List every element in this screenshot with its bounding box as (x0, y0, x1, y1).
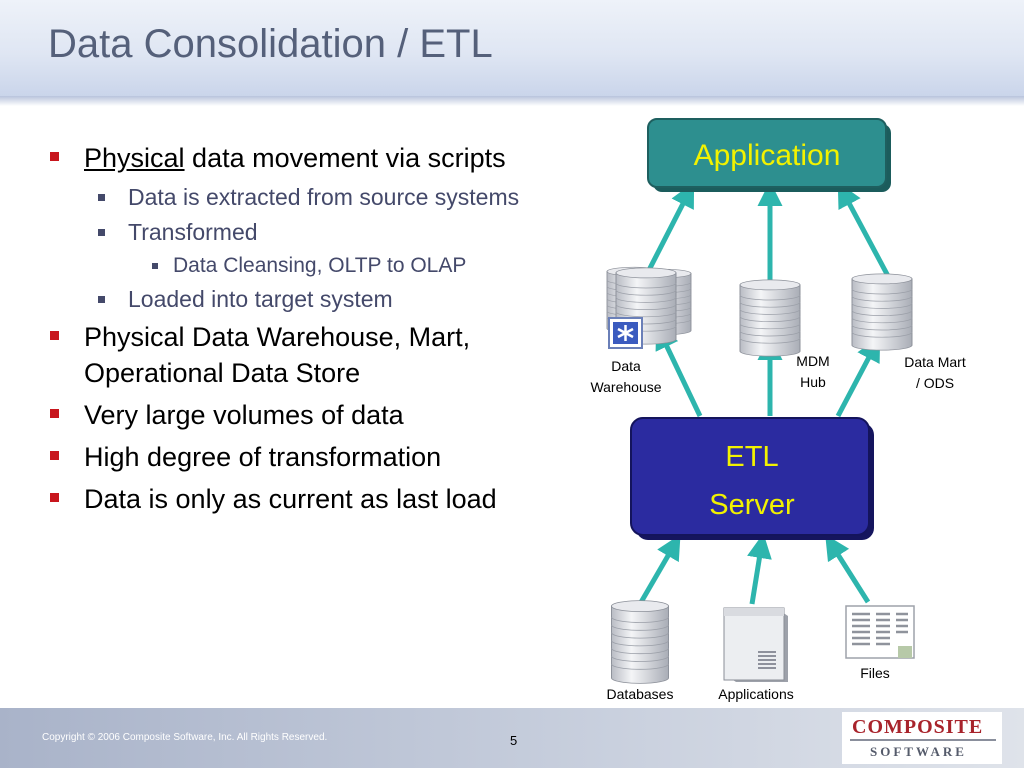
bullet-marker (98, 229, 105, 236)
applications-label: Applications (718, 686, 794, 702)
page-number: 5 (510, 733, 518, 748)
bullet-physical-movement: Physical data movement via scripts (48, 140, 548, 176)
mart-label-line2: / ODS (916, 375, 954, 391)
arrow-applications-to-etl (747, 533, 772, 605)
bullet-physical-warehouse: Physical Data Warehouse, Mart, Operation… (48, 319, 548, 391)
database-cylinder-icon (739, 279, 801, 357)
arrow-mart-to-app (837, 182, 891, 278)
title-band (0, 0, 1024, 98)
arrow-files-to-etl (825, 534, 871, 604)
server-box-icon (723, 607, 788, 682)
bullet-text: Transformed (128, 219, 258, 245)
bullet-text: Data is only as current as last load (84, 484, 497, 514)
bullet-text: High degree of transformation (84, 442, 442, 472)
star-badge-icon (608, 317, 643, 349)
sub-sub-bullet-cleansing: Data Cleansing, OLTP to OLAP (48, 252, 548, 280)
bullet-transformation: High degree of transformation (48, 439, 548, 475)
bullet-marker (98, 296, 105, 303)
bullet-marker (50, 451, 59, 460)
arrow-etl-to-dw (655, 323, 703, 418)
application-label: Application (694, 139, 841, 172)
bullet-large-volumes: Very large volumes of data (48, 397, 548, 433)
etl-server-box: ETL Server (630, 417, 874, 540)
mart-label-line1: Data Mart (904, 354, 966, 370)
etl-label-line2: Server (709, 489, 795, 521)
bullet-marker (50, 409, 59, 418)
sub-bullet-extracted: Data is extracted from source systems (48, 182, 548, 213)
bullet-text: data movement via scripts (184, 143, 506, 173)
bullet-text: Physical Data Warehouse, Mart, Operation… (84, 322, 471, 388)
bullet-text: Data is extracted from source systems (128, 184, 520, 210)
arrow-dw-to-app (645, 181, 695, 274)
database-cylinder-icon (851, 273, 913, 351)
dw-label-line2: Warehouse (590, 379, 661, 395)
logo-bottom-text: SOFTWARE (870, 744, 967, 759)
slide-title: Data Consolidation / ETL (48, 22, 493, 66)
application-box: Application (647, 118, 891, 192)
bullet-marker (50, 493, 59, 502)
database-cylinder-icon (611, 600, 669, 684)
bullet-marker (50, 152, 59, 161)
mdm-label-line1: MDM (796, 353, 829, 369)
title-rule (0, 96, 1024, 106)
files-label: Files (860, 665, 890, 681)
dw-label-line1: Data (611, 358, 641, 374)
bullet-text: Very large volumes of data (84, 400, 404, 430)
arrow-etl-to-mart (835, 336, 881, 418)
etl-label-line1: ETL (725, 441, 778, 473)
logo-top-text: COMPOSITE (852, 716, 984, 738)
sub-bullet-loaded: Loaded into target system (48, 284, 548, 315)
data-warehouse-stack (606, 266, 692, 349)
logo-rule (850, 739, 996, 741)
arrow-databases-to-etl (637, 534, 681, 606)
copyright-text: Copyright © 2006 Composite Software, Inc… (42, 732, 328, 743)
underlined-physical: Physical (84, 143, 185, 173)
bullet-list: Physical data movement via scripts Data … (48, 140, 548, 523)
bullet-currency: Data is only as current as last load (48, 481, 548, 517)
bullet-marker (50, 331, 59, 340)
file-sheet-icon (845, 605, 915, 659)
arrows-group (637, 181, 891, 606)
sub-bullet-transformed: Transformed (48, 217, 548, 248)
bullet-marker (152, 263, 158, 269)
composite-logo (842, 712, 1002, 764)
bullet-text: Data Cleansing, OLTP to OLAP (173, 254, 467, 277)
mdm-label-line2: Hub (800, 374, 826, 390)
databases-label: Databases (607, 686, 674, 702)
bullet-marker (98, 194, 105, 201)
bullet-text: Loaded into target system (128, 286, 393, 312)
